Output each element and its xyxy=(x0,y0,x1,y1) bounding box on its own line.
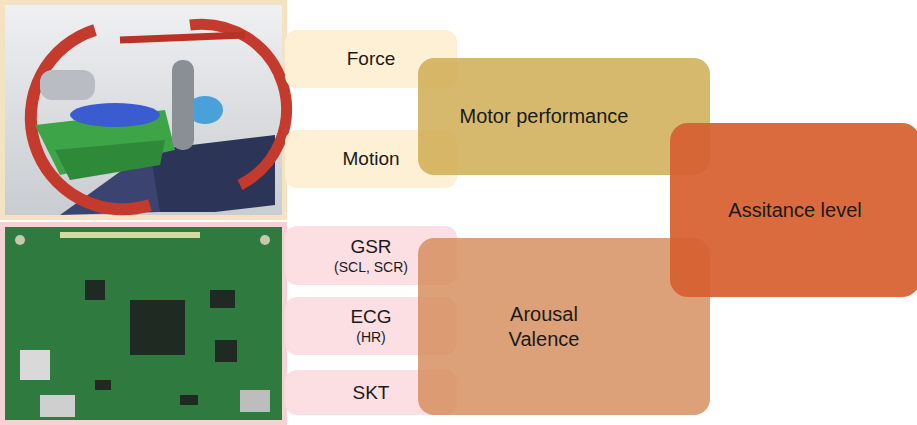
box-label: SKT xyxy=(353,381,390,405)
box-label: Arousal Valence xyxy=(494,302,594,352)
robot-ring xyxy=(120,35,245,40)
mounting-hole xyxy=(15,235,25,245)
box-label: ECG xyxy=(350,305,391,329)
chip xyxy=(85,280,105,300)
chip xyxy=(210,290,235,308)
box-label: Motor performance xyxy=(460,104,629,129)
robot-hand xyxy=(40,70,95,100)
circuit-board xyxy=(5,227,282,420)
mounting-hole xyxy=(260,235,270,245)
box-sublabel: (SCL, SCR) xyxy=(334,259,408,277)
output-box: Assitance level xyxy=(670,123,917,297)
robot-picture xyxy=(0,0,287,220)
box-label: Force xyxy=(347,47,396,71)
box-label: Motion xyxy=(342,147,399,171)
connector xyxy=(40,395,75,417)
photo-frame xyxy=(0,222,287,425)
robot-arm-rest xyxy=(70,103,160,127)
process-box: Motor performance xyxy=(418,58,710,175)
photo-frame xyxy=(0,0,287,220)
component xyxy=(180,395,198,405)
box-label: Assitance level xyxy=(728,198,861,223)
process-box: Arousal Valence xyxy=(418,238,710,415)
box-label: GSR xyxy=(350,235,391,259)
box-sublabel: (HR) xyxy=(356,329,386,347)
robot-handle xyxy=(172,60,194,150)
chip xyxy=(215,340,237,362)
circuit-board-picture xyxy=(0,222,287,425)
robot-cuff xyxy=(55,140,165,180)
connector xyxy=(240,390,270,412)
connector xyxy=(20,350,50,380)
chip xyxy=(130,300,185,355)
component xyxy=(95,380,111,390)
pin-header xyxy=(60,232,200,238)
